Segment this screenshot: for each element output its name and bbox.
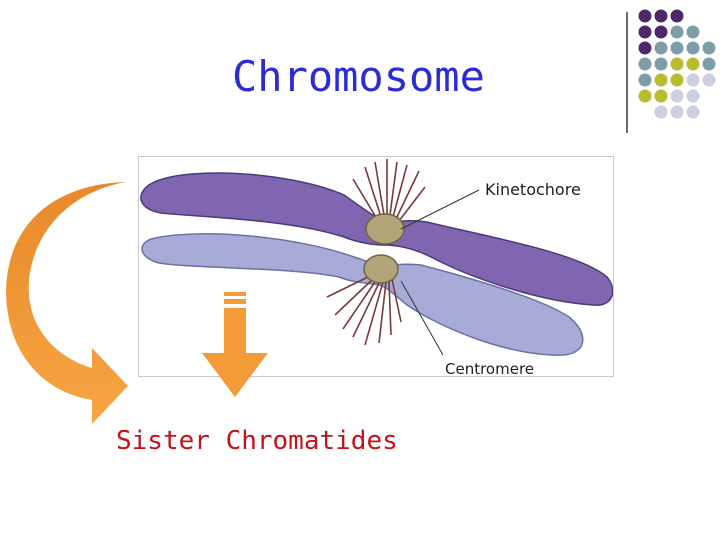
dot (638, 25, 652, 39)
dot (670, 25, 684, 39)
dot (654, 73, 668, 87)
centromere-upper (365, 213, 405, 245)
dot (654, 89, 668, 103)
sister-chromatides-caption: Sister Chromatides (116, 426, 398, 456)
dot (638, 57, 652, 71)
decorative-divider-line (626, 12, 628, 133)
dot (670, 89, 684, 103)
kinetochore-label: Kinetochore (485, 180, 581, 199)
dot (670, 41, 684, 55)
dot (686, 105, 700, 119)
dot (702, 57, 716, 71)
curved-arrow-icon (6, 182, 128, 424)
dot (686, 25, 700, 39)
dot (702, 73, 716, 87)
decorative-dot-grid (638, 9, 716, 119)
dot (638, 89, 652, 103)
dot (686, 41, 700, 55)
dot (638, 73, 652, 87)
dot (654, 57, 668, 71)
dot (686, 73, 700, 87)
chromosome-figure: Kinetochore Centromere (138, 156, 614, 377)
dot (670, 57, 684, 71)
dot (654, 25, 668, 39)
dot (686, 89, 700, 103)
spindle-fibers-lower (326, 274, 402, 346)
centromere-pointer (400, 280, 444, 356)
down-arrow-icon (202, 292, 268, 397)
dot (670, 105, 684, 119)
kinetochore-pointer (400, 189, 480, 230)
dot (654, 105, 668, 119)
spindle-fibers-upper (352, 159, 426, 222)
chromosome-illustration (140, 159, 613, 356)
centromere-label: Centromere (445, 360, 535, 377)
dot (638, 9, 652, 23)
dot (670, 9, 684, 23)
dot (638, 41, 652, 55)
dot (654, 9, 668, 23)
slide-title: Chromosome (232, 52, 485, 101)
dot (686, 57, 700, 71)
centromere-lower (363, 254, 399, 284)
dot (702, 41, 716, 55)
dot (654, 41, 668, 55)
dot (670, 73, 684, 87)
